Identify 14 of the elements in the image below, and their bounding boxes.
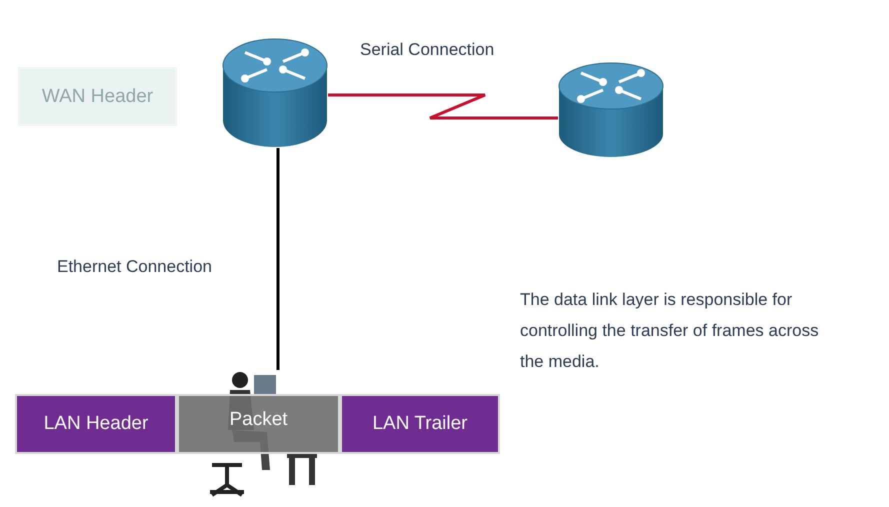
connection-label: Serial Connection [360, 39, 496, 61]
router-icon [558, 62, 664, 158]
field-label: LAN Header [44, 413, 148, 435]
frame-field [340, 394, 500, 454]
router-icon [222, 38, 328, 148]
description-paragraph: The data link layer is responsible for controlling the transfer of frames across the media. [520, 289, 820, 373]
frame-field [177, 394, 340, 454]
field-label: Packet [229, 409, 288, 431]
connection-label: Ethernet Connection [57, 256, 213, 278]
field-label: WAN Header [42, 86, 154, 108]
field-label: LAN Trailer [372, 413, 468, 435]
connection-line [328, 94, 558, 120]
connection-line [276, 148, 280, 370]
frame-field [15, 394, 177, 454]
